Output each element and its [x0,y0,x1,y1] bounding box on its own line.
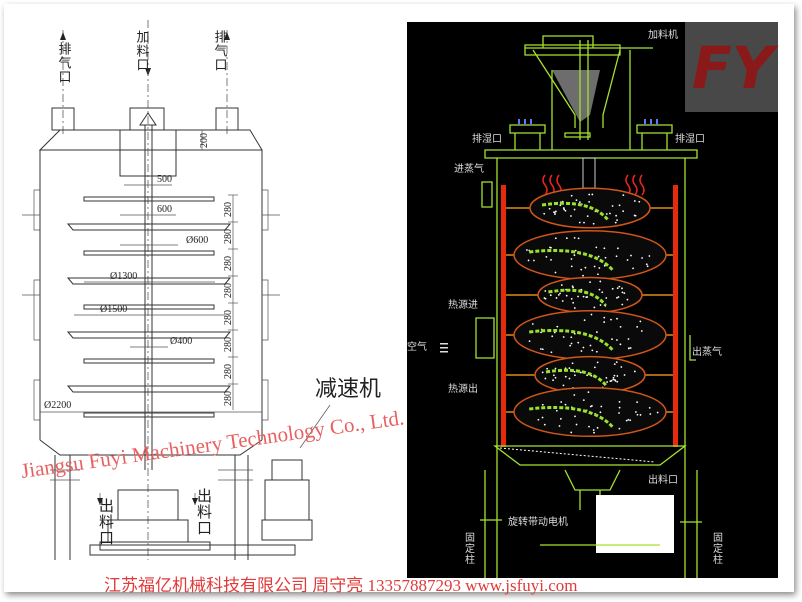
dim-phi2200: Ø2200 [44,400,71,411]
label-rotary-motor: 旋转带动电机 [508,515,568,528]
label-heat-source-in: 热源进 [448,298,478,311]
dim-280: 280 [223,337,234,352]
tray [66,223,232,231]
exhaust-arrow-icon [60,32,66,40]
label-reducer: 减速机 [315,377,381,402]
label-moisture-outlet-left: 排湿口 [472,132,502,145]
tray [66,331,232,339]
dim-280: 280 [223,229,234,244]
dim-280: 280 [223,364,234,379]
tray [83,250,215,256]
heating-column-left [501,185,506,447]
label-discharge: 出料口 [648,473,678,486]
tray [83,412,215,418]
label-feeder: 加料机 [648,28,678,41]
label-support-left: 固定柱 [463,532,475,565]
dim-280: 280 [223,283,234,298]
exhaust-arrow-icon [224,32,230,40]
label-discharge-right: 出料口 [195,488,213,536]
dim-280: 280 [223,391,234,406]
logo-box [685,22,778,112]
label-feed-inlet: 加料口 [134,30,150,72]
tray [66,277,232,285]
contact-person: 周守亮 [312,576,364,595]
watermark: Jiangsu Fuyi Machinery Technology Co., L… [19,405,405,483]
dim-280: 280 [223,256,234,271]
tray [66,385,232,393]
phone-number: 13357887293 [367,576,462,595]
label-moisture-outlet-right: 排湿口 [675,132,705,145]
fy-logo: FY [692,34,779,102]
dim-600: 600 [157,204,172,215]
label-steam-out: 出蒸气 [692,345,722,358]
tray [83,358,215,364]
heating-column-right [673,185,678,447]
dim-280: 280 [223,202,234,217]
company-name: 江苏福亿机械科技有限公司 [104,576,308,595]
label-heat-source-out: 热源出 [448,382,478,395]
dim-phi600: Ø600 [186,235,208,246]
tray [83,196,215,202]
label-steam-in: 进蒸气 [454,162,484,175]
dim-500: 500 [157,174,172,185]
dim-phi400: Ø400 [170,336,192,347]
dim-200: 200 [199,133,210,148]
dim-phi1300: Ø1300 [110,271,137,282]
label-exhaust-left: 排气口 [56,42,72,84]
motor-block [596,495,674,553]
tray [83,304,215,310]
heat-wave-icon [542,174,645,196]
website-link[interactable]: www.jsfuyi.com [465,576,578,595]
label-discharge-left: 出料口 [97,498,115,546]
contact-caption: 江苏福亿机械科技有限公司 周守亮 13357887293 www.jsfuyi.… [104,571,577,596]
label-support-right: 固定柱 [711,532,723,565]
label-air: 空气 [407,340,427,353]
dim-phi1500: Ø1500 [100,304,127,315]
dim-280: 280 [223,310,234,325]
label-exhaust-right: 排气口 [212,30,228,72]
